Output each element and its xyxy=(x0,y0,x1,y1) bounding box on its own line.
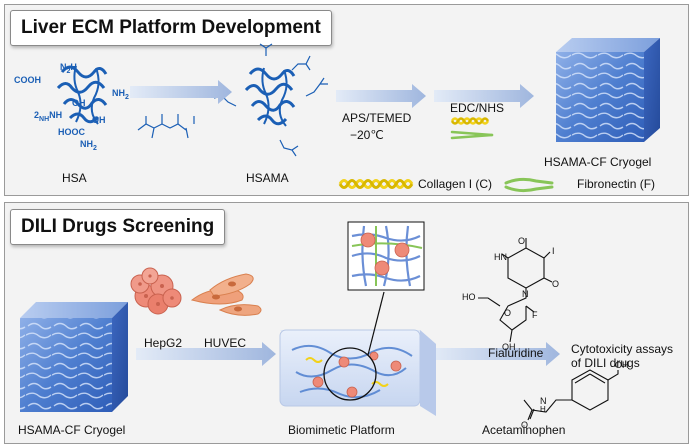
collagen-legend-label: Collagen I (C) xyxy=(418,177,493,191)
biomimetic-platform-label: Biomimetic Platform xyxy=(288,423,395,437)
fialuridine-atom-f: F xyxy=(532,310,538,320)
acetaminophen-atom-n: N xyxy=(540,396,547,406)
magnified-inset xyxy=(347,221,425,291)
hsa-group-h2n: 2NHNH xyxy=(34,110,63,123)
arrow-to-cryogel xyxy=(434,84,534,108)
hepg2-label: HepG2 xyxy=(144,336,183,350)
step1-temperature: −20℃ xyxy=(350,128,384,142)
acetaminophen-label: Acetaminophen xyxy=(482,423,566,437)
magnifier-line xyxy=(367,291,385,356)
step1-reagent: APS/TEMED xyxy=(342,111,412,125)
hepg2-cell-cluster xyxy=(130,267,182,315)
panel-title-platform-development: Liver ECM Platform Development xyxy=(10,10,332,46)
fialuridine-atom-oh: OH xyxy=(502,342,516,352)
fibronectin-legend-label: Fibronectin (F) xyxy=(577,177,656,191)
panel-title-drug-screening: DILI Drugs Screening xyxy=(10,209,226,245)
hsama-cf-cryogel-cube-top xyxy=(556,38,660,142)
fibronectin-mini-icon xyxy=(450,130,494,140)
fialuridine-atom-o-ring: O xyxy=(504,308,512,318)
collagen-mini-icon xyxy=(450,117,490,125)
step2-reagent: EDC/NHS xyxy=(450,101,505,115)
hsa-group-nh2-c: NH2 xyxy=(80,139,97,152)
hsa-group-oh-a: OH xyxy=(72,98,86,108)
acetaminophen-atom-oh: OH xyxy=(615,360,629,370)
product-label: HSAMA-CF Cryogel xyxy=(544,155,652,169)
cryogel-label-bottom: HSAMA-CF Cryogel xyxy=(18,423,126,437)
fibronectin-legend-icon xyxy=(504,177,554,193)
cytotoxicity-line1: Cytotoxicity assays xyxy=(571,342,674,356)
methacrylic-anhydride-structure xyxy=(137,114,195,139)
fialuridine-atom-o-side: O xyxy=(552,279,560,289)
arrow-to-cytotoxicity xyxy=(432,342,560,366)
biomimetic-platform-slab xyxy=(279,329,436,416)
fialuridine-atom-hn: HN xyxy=(494,252,507,262)
hsa-protein-structure xyxy=(56,65,108,125)
fialuridine-structure xyxy=(478,238,553,343)
hsama-protein-structure xyxy=(244,67,296,127)
acetaminophen-atom-h: H xyxy=(540,405,546,414)
fialuridine-atom-n: N xyxy=(522,289,529,299)
hsa-group-nh2-b: NH2 xyxy=(112,88,129,101)
fialuridine-label: Fialuridine xyxy=(488,346,544,360)
arrow-hsama-to-crosslink xyxy=(336,84,426,108)
arrow-hsa-to-hsama xyxy=(130,80,232,104)
fialuridine-atom-i: I xyxy=(552,246,555,256)
hsa-label: HSA xyxy=(62,171,87,185)
arrow-seed-cells xyxy=(136,342,276,366)
hsa-group-nh2-a: N2H xyxy=(60,62,77,75)
fialuridine-atom-ho: HO xyxy=(462,292,476,302)
methacryl-groups xyxy=(213,43,328,157)
cytotoxicity-line2: of DILI drugs xyxy=(571,356,640,370)
huvec-label: HUVEC xyxy=(204,336,247,350)
collagen-legend-icon xyxy=(338,179,414,189)
acetaminophen-structure xyxy=(523,369,619,421)
huvec-cells xyxy=(190,273,262,316)
hsa-group-hooc: HOOC xyxy=(58,127,85,137)
hsama-label: HSAMA xyxy=(246,171,289,185)
hsama-cf-cryogel-cube-bottom xyxy=(20,302,128,412)
hsa-group-cooh: COOH xyxy=(14,75,41,85)
acetaminophen-atom-o: O xyxy=(521,420,529,430)
hsa-group-oh-b: OH xyxy=(92,115,106,125)
fialuridine-atom-o-top: O xyxy=(518,236,526,246)
magnifier-circle xyxy=(323,347,377,401)
